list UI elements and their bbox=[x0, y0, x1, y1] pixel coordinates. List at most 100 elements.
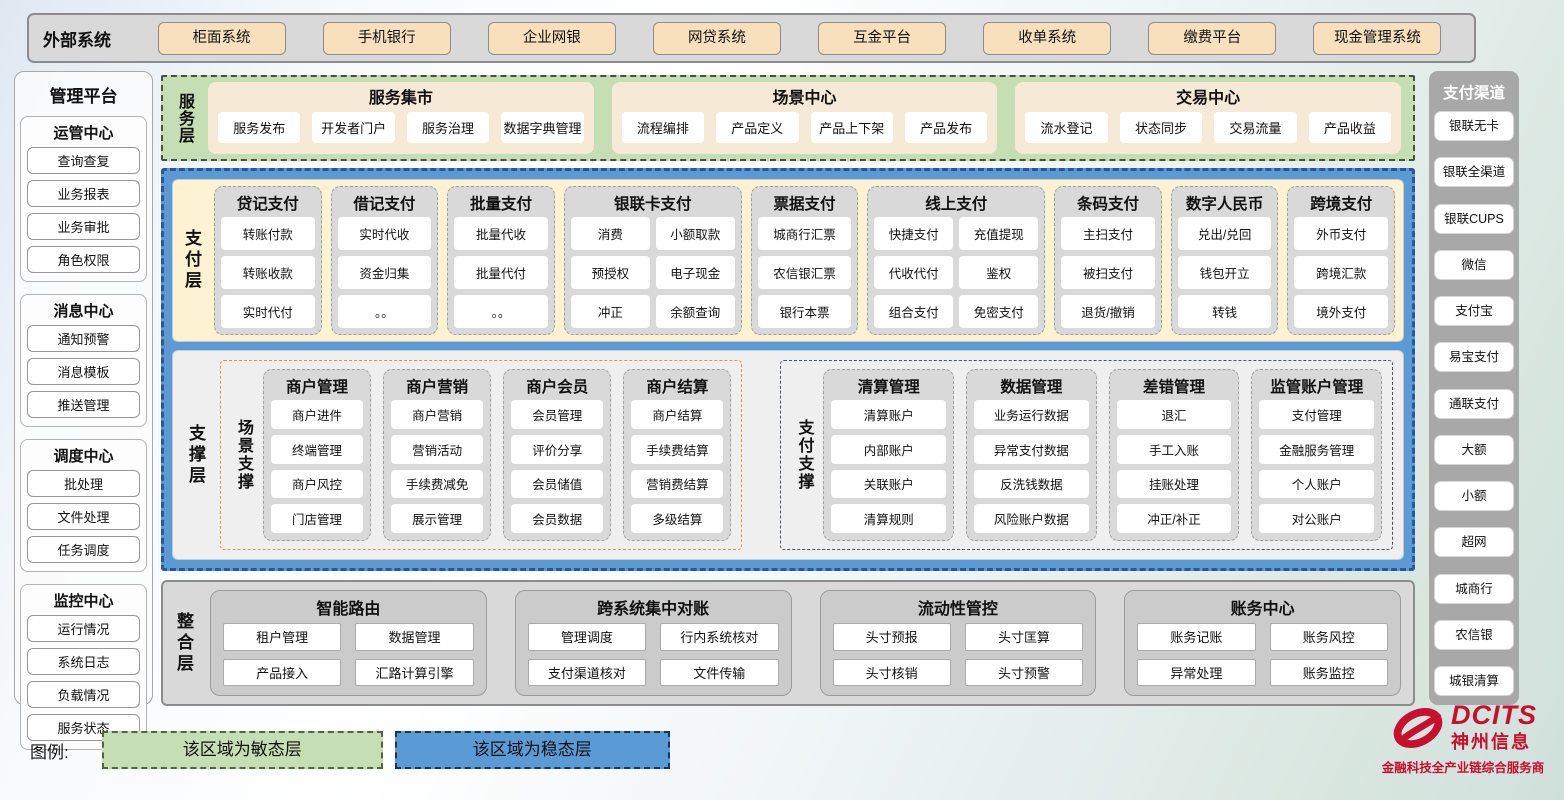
payment-support-module-item[interactable]: 金融服务管理 bbox=[1259, 434, 1375, 464]
payment-channel-button[interactable]: 银联无卡 bbox=[1434, 111, 1514, 141]
external-system-button[interactable]: 缴费平台 bbox=[1148, 21, 1277, 55]
service-group-item[interactable]: 服务发布 bbox=[218, 112, 301, 143]
service-group-item[interactable]: 产品发布 bbox=[904, 112, 988, 143]
payment-module-item[interactable]: 余额查询 bbox=[655, 295, 735, 328]
service-group-item[interactable]: 产品上下架 bbox=[810, 112, 893, 143]
payment-module-item[interactable]: 被扫支付 bbox=[1061, 256, 1155, 289]
payment-module-item[interactable]: 充值提现 bbox=[959, 217, 1039, 250]
payment-module-item[interactable]: 钱包开立 bbox=[1177, 256, 1272, 289]
scene-support-module-item[interactable]: 展示管理 bbox=[391, 504, 484, 533]
payment-module-item[interactable]: 兑出/兑回 bbox=[1177, 217, 1272, 250]
external-system-button[interactable]: 收单系统 bbox=[983, 21, 1112, 55]
payment-module-item[interactable]: 银行本票 bbox=[757, 295, 852, 328]
integration-group-item[interactable]: 账务记账 bbox=[1137, 623, 1256, 651]
integration-group-item[interactable]: 产品接入 bbox=[223, 658, 342, 686]
payment-module-item[interactable]: 组合支付 bbox=[874, 295, 954, 328]
payment-channel-button[interactable]: 支付宝 bbox=[1434, 296, 1514, 326]
payment-support-module-item[interactable]: 风险账户数据 bbox=[974, 504, 1089, 533]
external-system-button[interactable]: 互金平台 bbox=[818, 21, 947, 55]
payment-support-module-item[interactable]: 关联账户 bbox=[831, 469, 947, 499]
payment-module-item[interactable]: 免密支付 bbox=[959, 295, 1039, 328]
integration-group-item[interactable]: 租户管理 bbox=[223, 623, 342, 651]
management-section-item[interactable]: 通知预警 bbox=[27, 325, 140, 352]
payment-support-module-item[interactable]: 支付管理 bbox=[1259, 400, 1375, 429]
payment-channel-button[interactable]: 大额 bbox=[1434, 434, 1514, 465]
integration-group-item[interactable]: 管理调度 bbox=[527, 623, 647, 651]
payment-module-item[interactable]: 退货/撤销 bbox=[1061, 295, 1155, 328]
payment-module-item[interactable]: 农信银汇票 bbox=[757, 256, 852, 289]
payment-support-module-item[interactable]: 反洗钱数据 bbox=[974, 469, 1089, 499]
payment-channel-button[interactable]: 银联全渠道 bbox=[1434, 157, 1514, 188]
service-group-item[interactable]: 开发者门户 bbox=[312, 112, 395, 143]
management-section-item[interactable]: 推送管理 bbox=[27, 391, 140, 418]
integration-group-item[interactable]: 账务监控 bbox=[1269, 658, 1388, 686]
scene-support-module-item[interactable]: 商户进件 bbox=[271, 400, 364, 429]
external-system-button[interactable]: 网贷系统 bbox=[652, 21, 781, 55]
service-group-item[interactable]: 服务治理 bbox=[406, 112, 490, 143]
payment-support-module-item[interactable]: 冲正/补正 bbox=[1116, 504, 1232, 533]
payment-support-module-item[interactable]: 对公账户 bbox=[1259, 504, 1375, 533]
service-group-item[interactable]: 数据字典管理 bbox=[501, 112, 584, 143]
scene-support-module-item[interactable]: 门店管理 bbox=[271, 504, 364, 533]
integration-group-item[interactable]: 数据管理 bbox=[355, 623, 474, 651]
scene-support-module-item[interactable]: 会员管理 bbox=[511, 400, 604, 429]
external-system-button[interactable]: 企业网银 bbox=[487, 21, 616, 55]
payment-module-item[interactable]: 外币支付 bbox=[1294, 217, 1389, 250]
management-section-item[interactable]: 任务调度 bbox=[27, 536, 140, 563]
payment-channel-button[interactable]: 微信 bbox=[1434, 249, 1514, 280]
management-section-item[interactable]: 运行情况 bbox=[27, 615, 140, 642]
payment-module-item[interactable]: 小额取款 bbox=[655, 217, 735, 250]
payment-module-item[interactable]: 电子现金 bbox=[655, 256, 735, 289]
scene-support-module-item[interactable]: 商户结算 bbox=[631, 400, 724, 429]
scene-support-module-item[interactable]: 会员储值 bbox=[511, 469, 604, 499]
integration-group-item[interactable]: 汇路计算引擎 bbox=[355, 658, 474, 686]
payment-support-module-item[interactable]: 内部账户 bbox=[831, 434, 947, 464]
management-section-item[interactable]: 负载情况 bbox=[27, 681, 140, 708]
payment-module-item[interactable]: 城商行汇票 bbox=[757, 217, 852, 250]
payment-channel-button[interactable]: 城商行 bbox=[1434, 573, 1514, 604]
payment-module-item[interactable]: 实时代付 bbox=[221, 295, 315, 328]
integration-group-item[interactable]: 头寸预报 bbox=[832, 623, 951, 651]
scene-support-module-item[interactable]: 手续费结算 bbox=[631, 434, 724, 464]
integration-group-item[interactable]: 文件传输 bbox=[660, 658, 779, 686]
scene-support-module-item[interactable]: 会员数据 bbox=[511, 504, 604, 533]
management-section-item[interactable]: 角色权限 bbox=[27, 246, 140, 273]
payment-module-item[interactable]: 资金归集 bbox=[337, 256, 432, 289]
scene-support-module-item[interactable]: 营销活动 bbox=[391, 434, 484, 464]
payment-module-item[interactable]: 批量代收 bbox=[454, 217, 548, 250]
payment-module-item[interactable]: 转账付款 bbox=[221, 217, 315, 250]
scene-support-module-item[interactable]: 商户风控 bbox=[271, 469, 364, 499]
payment-module-item[interactable]: 实时代收 bbox=[337, 217, 432, 250]
payment-module-item[interactable]: 转账收款 bbox=[221, 256, 315, 289]
payment-channel-button[interactable]: 易宝支付 bbox=[1434, 342, 1514, 373]
management-section-item[interactable]: 业务审批 bbox=[27, 213, 140, 240]
management-section-item[interactable]: 文件处理 bbox=[27, 503, 140, 530]
management-section-item[interactable]: 查询查复 bbox=[27, 147, 140, 174]
service-group-item[interactable]: 产品定义 bbox=[716, 112, 799, 143]
integration-group-item[interactable]: 头寸匡算 bbox=[964, 623, 1084, 651]
payment-support-module-item[interactable]: 挂账处理 bbox=[1116, 469, 1232, 499]
service-group-item[interactable]: 流水登记 bbox=[1025, 112, 1108, 143]
integration-group-item[interactable]: 头寸预警 bbox=[964, 658, 1084, 686]
scene-support-module-item[interactable]: 终端管理 bbox=[271, 434, 364, 464]
scene-support-module-item[interactable]: 手续费减免 bbox=[391, 469, 484, 499]
payment-module-item[interactable]: 主扫支付 bbox=[1061, 217, 1155, 250]
payment-channel-button[interactable]: 通联支付 bbox=[1434, 388, 1514, 419]
scene-support-module-item[interactable]: 多级结算 bbox=[631, 504, 724, 533]
payment-support-module-item[interactable]: 退汇 bbox=[1116, 400, 1232, 429]
payment-module-item[interactable]: 鉴权 bbox=[959, 256, 1039, 289]
payment-support-module-item[interactable]: 清算规则 bbox=[831, 504, 947, 533]
payment-support-module-item[interactable]: 手工入账 bbox=[1116, 434, 1232, 464]
service-group-item[interactable]: 状态同步 bbox=[1119, 112, 1203, 143]
payment-module-item[interactable]: 消费 bbox=[570, 217, 650, 250]
payment-support-module-item[interactable]: 个人账户 bbox=[1259, 469, 1375, 499]
payment-channel-button[interactable]: 超网 bbox=[1434, 527, 1514, 558]
payment-module-item[interactable]: 。。 bbox=[337, 295, 432, 328]
management-section-item[interactable]: 业务报表 bbox=[27, 180, 140, 207]
scene-support-module-item[interactable]: 营销费结算 bbox=[631, 469, 724, 499]
payment-module-item[interactable]: 跨境汇款 bbox=[1294, 256, 1389, 289]
management-section-item[interactable]: 批处理 bbox=[27, 470, 140, 497]
payment-channel-button[interactable]: 银联CUPS bbox=[1434, 203, 1514, 234]
payment-channel-button[interactable]: 农信银 bbox=[1434, 619, 1514, 650]
payment-channel-button[interactable]: 城银清算 bbox=[1434, 666, 1514, 696]
